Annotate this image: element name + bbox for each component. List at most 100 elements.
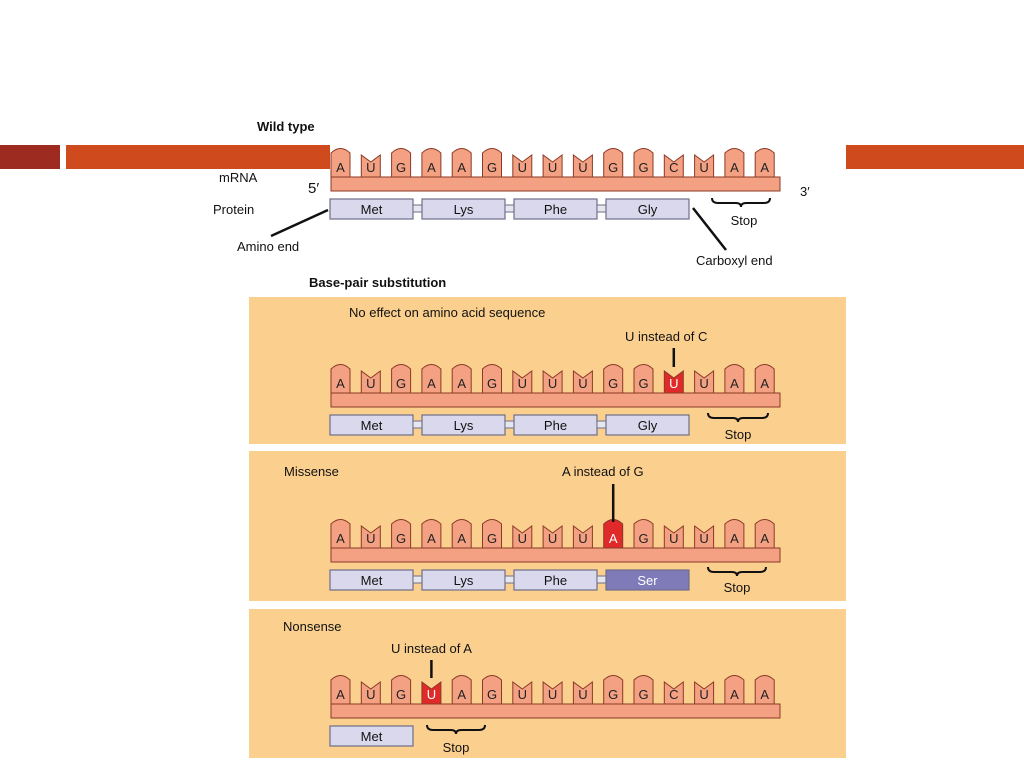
wild-type-base-label: U — [578, 160, 587, 175]
panel-missense-amino-acid-box — [605, 569, 690, 591]
panel-no-effect-amino-acid-label: Met — [361, 418, 383, 433]
wild-type-amino-acid-label: Phe — [544, 202, 567, 217]
panel-missense-amino-acid-label: Phe — [544, 573, 567, 588]
panel-nonsense-base-label: A — [760, 687, 769, 702]
panel-no-effect-peptide-bond — [504, 420, 515, 429]
panel-missense-stop-brace — [707, 566, 767, 577]
panel-no-effect-nucleotide — [391, 364, 412, 394]
panel-nonsense-nucleotide — [421, 681, 442, 705]
panel-no-effect-nucleotide — [451, 364, 472, 394]
panel-missense-peptide-bond — [412, 575, 423, 584]
panel-no-effect-nucleotide — [633, 364, 654, 394]
panel-no-effect-base-label: U — [548, 376, 557, 391]
wild-type-nucleotide — [694, 154, 715, 178]
panel-missense-amino-acid-label: Ser — [637, 573, 658, 588]
wild-type-base-label: A — [760, 160, 769, 175]
panel-no-effect-amino-acid-box — [605, 414, 690, 436]
panel-missense-peptide-bond — [504, 575, 515, 584]
panel-nonsense-base-label: U — [548, 687, 557, 702]
wild-type-nucleotide — [572, 154, 593, 178]
panel-no-effect-base-label: G — [608, 376, 618, 391]
panel-no-effect-base-label: G — [638, 376, 648, 391]
annotation-no-effect: U instead of C — [625, 329, 708, 344]
panel-no-effect-peptide-bond — [412, 420, 423, 429]
panel-missense-nucleotide — [391, 519, 412, 549]
panel-missense-nucleotide — [512, 525, 533, 549]
five-prime-label: 5′ — [308, 180, 320, 197]
panel-nonsense-nucleotide — [330, 675, 351, 705]
wild-type-backbone — [330, 176, 781, 192]
panel-no-effect-backbone — [330, 392, 781, 408]
panel-no-effect-amino-acid-label: Lys — [454, 418, 474, 433]
panel-nonsense-nucleotide — [512, 681, 533, 705]
wild-type-nucleotide — [512, 154, 533, 178]
wild-type-base-label: U — [518, 160, 527, 175]
panel-title-no-effect: No effect on amino acid sequence — [349, 305, 546, 320]
panel-missense-nucleotide — [724, 519, 745, 549]
wild-type-nucleotide — [451, 148, 472, 178]
panel-no-effect-stop-brace — [707, 412, 769, 423]
panel-nonsense-nucleotide — [663, 681, 684, 705]
panel-no-effect-amino-acid-label: Phe — [544, 418, 567, 433]
panel-nonsense-base-label: A — [457, 687, 466, 702]
protein-label: Protein — [213, 202, 255, 217]
panel-nonsense-nucleotide — [694, 681, 715, 705]
substitution-heading: Base-pair substitution — [309, 275, 447, 290]
panel-missense-nucleotide — [694, 525, 715, 549]
panel-nonsense-stop-brace — [426, 724, 486, 735]
wild-type-nucleotide — [482, 148, 502, 178]
wild-type-base-label: G — [487, 160, 497, 175]
wild-type-nucleotide — [633, 148, 654, 178]
panel-no-effect-stop-label: Stop — [725, 427, 752, 442]
panel-no-effect-base-label: U — [578, 376, 587, 391]
panel-no-effect-base-label: A — [760, 376, 769, 391]
panel-missense-nucleotide — [754, 519, 775, 549]
panel-missense-base-label: U — [669, 531, 678, 546]
wild-type-peptide-bond — [596, 204, 607, 213]
panel-nonsense-base-label: U — [699, 687, 708, 702]
panel-nonsense-base-label: G — [396, 687, 406, 702]
mrna-label: mRNA — [219, 170, 258, 185]
panel-no-effect-nucleotide — [663, 370, 684, 394]
panel-missense-base-label: A — [609, 531, 618, 546]
wild-type-nucleotide — [603, 148, 624, 178]
panel-missense-base-label: A — [730, 531, 739, 546]
wild-type-base-label: A — [336, 160, 345, 175]
panel-nonsense-nucleotide — [572, 681, 593, 705]
wild-type-base-label: A — [427, 160, 436, 175]
wild-type-amino-acid-label: Lys — [454, 202, 474, 217]
panel-nonsense-base-label: G — [638, 687, 648, 702]
panel-title-nonsense: Nonsense — [283, 619, 342, 634]
panel-missense-base-label: A — [760, 531, 769, 546]
panel-no-effect-nucleotide — [603, 364, 624, 394]
amino-end-pointer — [270, 208, 329, 238]
wild-type-nucleotide — [754, 148, 775, 178]
panel-title-missense: Missense — [284, 464, 339, 479]
panel-no-effect-base-label: G — [396, 376, 406, 391]
wild-type-nucleotide — [391, 148, 412, 178]
panel-nonsense-nucleotide — [360, 681, 381, 705]
panel-no-effect-nucleotide — [542, 370, 563, 394]
panel-missense-peptide-bond — [596, 575, 607, 584]
panel-missense-base-label: U — [578, 531, 587, 546]
panel-missense-base-label: A — [457, 531, 466, 546]
panel-no-effect-base-label: U — [366, 376, 375, 391]
header-bar-orange-right — [846, 145, 1024, 169]
wild-type-nucleotide — [724, 148, 745, 178]
wild-type-stop-label: Stop — [731, 213, 758, 228]
panel-missense-amino-acid-label: Lys — [454, 573, 474, 588]
panel-nonsense-nucleotide — [391, 675, 412, 705]
panel-no-effect-base-label: A — [336, 376, 345, 391]
panel-no-effect-nucleotide — [330, 364, 351, 394]
wild-type-peptide-bond — [412, 204, 423, 213]
panel-no-effect-nucleotide — [512, 370, 533, 394]
panel-nonsense-base-label: U — [366, 687, 375, 702]
panel-nonsense-amino-acid-box — [329, 725, 414, 747]
wild-type-nucleotide — [542, 154, 563, 178]
panel-missense-base-label: U — [699, 531, 708, 546]
panel-missense-base-label: A — [336, 531, 345, 546]
panel-no-effect-base-label: A — [427, 376, 436, 391]
wild-type-nucleotide — [360, 154, 381, 178]
panel-nonsense-base-label: A — [730, 687, 739, 702]
annotation-nonsense: U instead of A — [391, 641, 472, 656]
